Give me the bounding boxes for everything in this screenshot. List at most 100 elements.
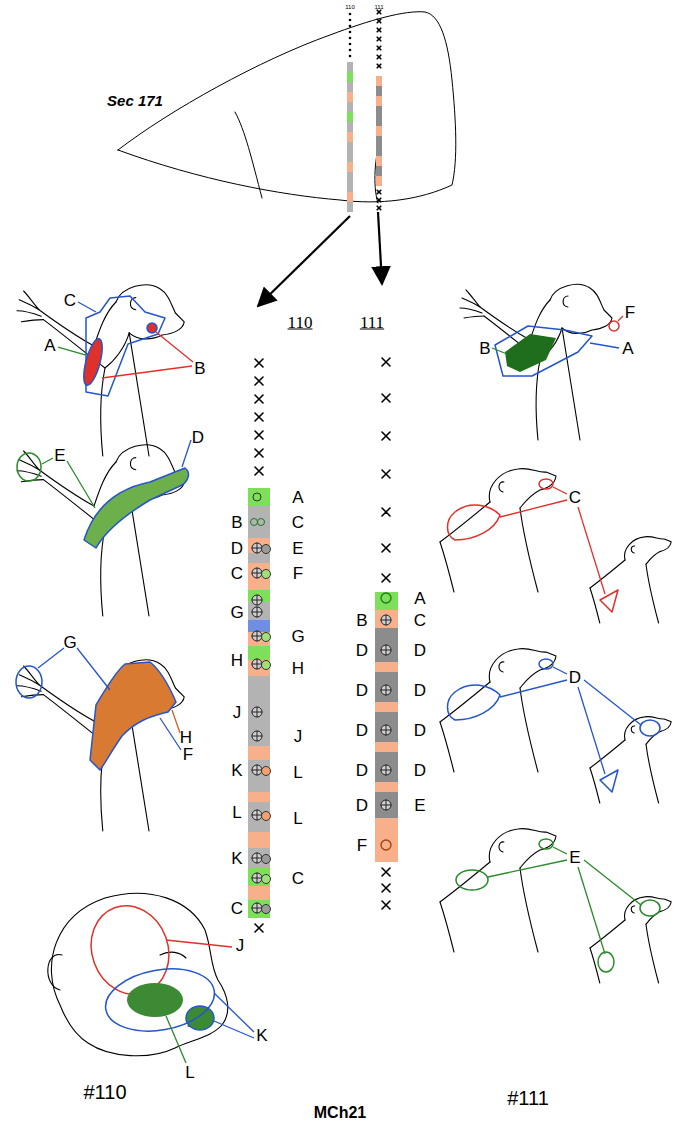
monkey-ear bbox=[631, 546, 635, 553]
no-response-mark bbox=[382, 574, 390, 582]
field-outline bbox=[600, 770, 618, 792]
track-segment bbox=[375, 792, 398, 818]
unit-symbol bbox=[262, 545, 271, 554]
monkey-head bbox=[625, 897, 672, 925]
unit-symbol-cross bbox=[252, 731, 262, 741]
unit-symbol-cross bbox=[252, 873, 262, 883]
field-outline bbox=[539, 659, 553, 669]
leader-line bbox=[500, 680, 567, 697]
unit-symbol bbox=[381, 840, 391, 850]
monkey-figure bbox=[440, 649, 556, 772]
field-outline bbox=[539, 479, 553, 489]
receptive-field bbox=[505, 334, 556, 372]
no-response-mark bbox=[377, 28, 381, 32]
no-response-mark bbox=[382, 432, 390, 440]
field-letter: A bbox=[622, 340, 633, 357]
unit-symbol-cross bbox=[252, 607, 262, 617]
no-response-mark bbox=[377, 46, 381, 50]
field-letter: E bbox=[54, 447, 65, 464]
monkey-head bbox=[625, 537, 672, 565]
leader-line bbox=[590, 343, 619, 348]
mini-track-segment bbox=[347, 92, 353, 102]
leader-line bbox=[58, 347, 86, 355]
no-response-mark bbox=[255, 467, 263, 475]
track-dot bbox=[349, 43, 352, 46]
site-letter: H bbox=[292, 660, 304, 677]
monkey-arm bbox=[440, 902, 454, 952]
unit-symbol-cross bbox=[252, 707, 262, 717]
field-outline bbox=[539, 839, 553, 849]
site-letter: F bbox=[357, 837, 367, 854]
site-letter: B bbox=[231, 514, 242, 531]
field-letter: H bbox=[180, 729, 192, 746]
unit-symbol bbox=[381, 685, 391, 695]
leader-line bbox=[488, 860, 567, 877]
track-segment bbox=[248, 676, 270, 746]
track-number: 111 bbox=[374, 4, 383, 10]
monkey-hand bbox=[17, 451, 43, 482]
mini-track-segment bbox=[347, 152, 353, 162]
site-letter: D bbox=[414, 762, 426, 779]
field-letter: G bbox=[63, 634, 76, 651]
monkey-arm bbox=[440, 722, 454, 772]
no-response-mark bbox=[377, 55, 381, 59]
unit-symbol bbox=[253, 493, 261, 501]
leader-line bbox=[553, 667, 567, 674]
track-number: 111 bbox=[360, 314, 384, 331]
no-response-mark bbox=[382, 544, 390, 552]
no-response-mark bbox=[382, 394, 390, 402]
site-letter: K bbox=[231, 850, 242, 867]
unit-symbol bbox=[262, 570, 271, 579]
unit-symbol bbox=[252, 853, 262, 863]
track-dot bbox=[349, 19, 352, 22]
unit-symbol-cross bbox=[252, 810, 262, 820]
mini-track-segment bbox=[376, 116, 382, 126]
track-segment bbox=[375, 672, 398, 702]
track-segment bbox=[248, 792, 270, 802]
monkey-ear bbox=[631, 726, 635, 733]
unit-symbol bbox=[252, 731, 262, 741]
monkey-ear bbox=[499, 842, 504, 852]
track-segment bbox=[375, 818, 398, 862]
track-segment bbox=[375, 610, 398, 628]
site-letter: J bbox=[233, 704, 242, 721]
mini-track-segment bbox=[347, 132, 353, 142]
leader-line bbox=[172, 710, 180, 733]
unit-symbol-cross bbox=[381, 615, 391, 625]
unit-symbol-cross bbox=[252, 595, 262, 605]
track-segment bbox=[375, 782, 398, 792]
leader-line bbox=[578, 687, 605, 774]
unit-symbol bbox=[262, 875, 271, 884]
no-response-mark bbox=[377, 198, 381, 202]
unit-symbol-cross bbox=[381, 685, 391, 695]
monkey-body bbox=[646, 564, 659, 623]
track-arrow bbox=[258, 216, 350, 306]
site-letter: D bbox=[414, 722, 426, 739]
track-segment bbox=[248, 632, 270, 646]
field-letter: B bbox=[479, 340, 490, 357]
track-segment bbox=[248, 660, 270, 676]
unit-symbol-cross bbox=[381, 800, 391, 810]
leader-line bbox=[584, 680, 641, 725]
monkey-arm bbox=[590, 588, 600, 623]
monkey-ear bbox=[499, 482, 504, 492]
no-response-mark bbox=[382, 470, 390, 478]
unit-symbol bbox=[381, 725, 391, 735]
field-letter: D bbox=[192, 429, 204, 446]
monkey-arm bbox=[39, 470, 94, 506]
mini-track-segment bbox=[376, 156, 382, 166]
site-letter: H bbox=[231, 652, 243, 669]
no-response-mark bbox=[377, 10, 381, 14]
no-response-mark bbox=[255, 449, 263, 457]
leader-line bbox=[166, 940, 232, 947]
mini-track-segment bbox=[347, 192, 353, 202]
track-segment bbox=[248, 868, 270, 886]
track-segment bbox=[375, 662, 398, 672]
monkey-eye bbox=[160, 952, 186, 958]
leader-line bbox=[156, 332, 193, 362]
track-segment bbox=[248, 538, 270, 553]
receptive-field bbox=[84, 468, 188, 548]
site-letter: D bbox=[356, 642, 368, 659]
mini-track-segment bbox=[347, 72, 353, 82]
